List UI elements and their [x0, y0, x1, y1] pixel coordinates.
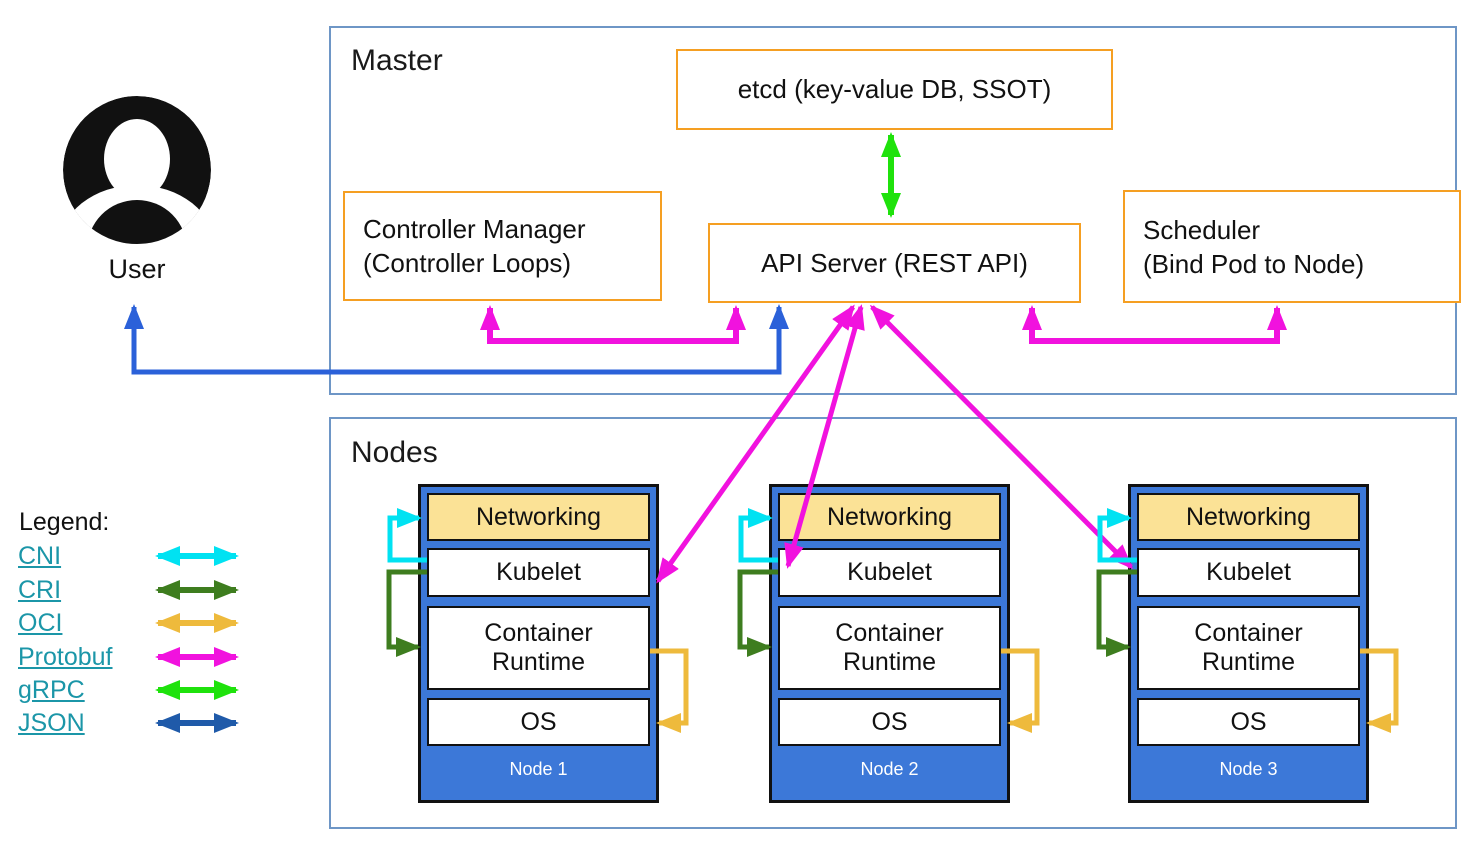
- legend-link-grpc[interactable]: gRPC: [18, 676, 85, 704]
- node-2-container-runtime-box: Container Runtime: [778, 606, 1001, 690]
- node-1-os-box: OS: [427, 698, 650, 746]
- node-2-kubelet-box: Kubelet: [778, 548, 1001, 597]
- user-label: User: [108, 254, 166, 284]
- node-3-label: Node 3: [1219, 759, 1278, 779]
- networking-label: Networking: [475, 502, 602, 531]
- nodes-title: Nodes: [351, 436, 438, 469]
- etcd-label: etcd (key-value DB, SSOT): [737, 74, 1052, 104]
- container-runtime-line2: Runtime: [1201, 648, 1296, 676]
- legend-link-cri[interactable]: CRI: [18, 576, 62, 604]
- node-3-os-box: OS: [1137, 698, 1360, 746]
- node-2: Networking Kubelet Container Runtime OS …: [769, 484, 1010, 803]
- os-label: OS: [871, 707, 908, 736]
- os-label: OS: [1230, 707, 1267, 736]
- node-1-networking-box: Networking: [427, 493, 650, 541]
- node-3: Networking Kubelet Container Runtime OS …: [1128, 484, 1369, 803]
- kubelet-label: Kubelet: [847, 558, 932, 586]
- node-1-container-runtime-box: Container Runtime: [427, 606, 650, 690]
- api-server-box: API Server (REST API): [708, 223, 1081, 303]
- controller-manager-line1: Controller Manager: [363, 214, 586, 244]
- container-runtime-line1: Container: [835, 619, 944, 647]
- container-runtime-line2: Runtime: [842, 648, 937, 676]
- controller-manager-line2: (Controller Loops): [363, 248, 572, 278]
- node-3-container-runtime-box: Container Runtime: [1137, 606, 1360, 690]
- api-server-label: API Server (REST API): [761, 247, 1028, 278]
- legend-link-json[interactable]: JSON: [18, 709, 85, 737]
- kubelet-label: Kubelet: [1206, 558, 1291, 586]
- user-avatar-icon: [63, 96, 211, 244]
- container-runtime-line1: Container: [484, 619, 593, 647]
- legend-link-protobuf[interactable]: Protobuf: [18, 643, 113, 671]
- kubelet-label: Kubelet: [496, 558, 581, 586]
- networking-label: Networking: [826, 502, 953, 531]
- legend-title: Legend:: [19, 508, 110, 536]
- node-2-label: Node 2: [860, 759, 919, 779]
- scheduler-line1: Scheduler: [1143, 214, 1261, 245]
- node-3-networking-box: Networking: [1137, 493, 1360, 541]
- node-1: Networking Kubelet Container Runtime OS …: [418, 484, 659, 803]
- scheduler-line2: (Bind Pod to Node): [1143, 248, 1365, 279]
- legend-link-cni[interactable]: CNI: [18, 542, 62, 570]
- node-2-os-box: OS: [778, 698, 1001, 746]
- networking-label: Networking: [1185, 502, 1312, 531]
- container-runtime-line2: Runtime: [491, 648, 586, 676]
- master-title: Master: [351, 44, 443, 77]
- node-1-label: Node 1: [509, 759, 568, 779]
- etcd-box: etcd (key-value DB, SSOT): [676, 49, 1113, 130]
- node-3-kubelet-box: Kubelet: [1137, 548, 1360, 597]
- container-runtime-line1: Container: [1194, 619, 1303, 647]
- legend-link-oci[interactable]: OCI: [18, 609, 63, 637]
- scheduler-box: Scheduler (Bind Pod to Node): [1123, 190, 1461, 303]
- os-label: OS: [520, 707, 557, 736]
- node-1-kubelet-box: Kubelet: [427, 548, 650, 597]
- controller-manager-box: Controller Manager (Controller Loops): [343, 191, 662, 301]
- node-2-networking-box: Networking: [778, 493, 1001, 541]
